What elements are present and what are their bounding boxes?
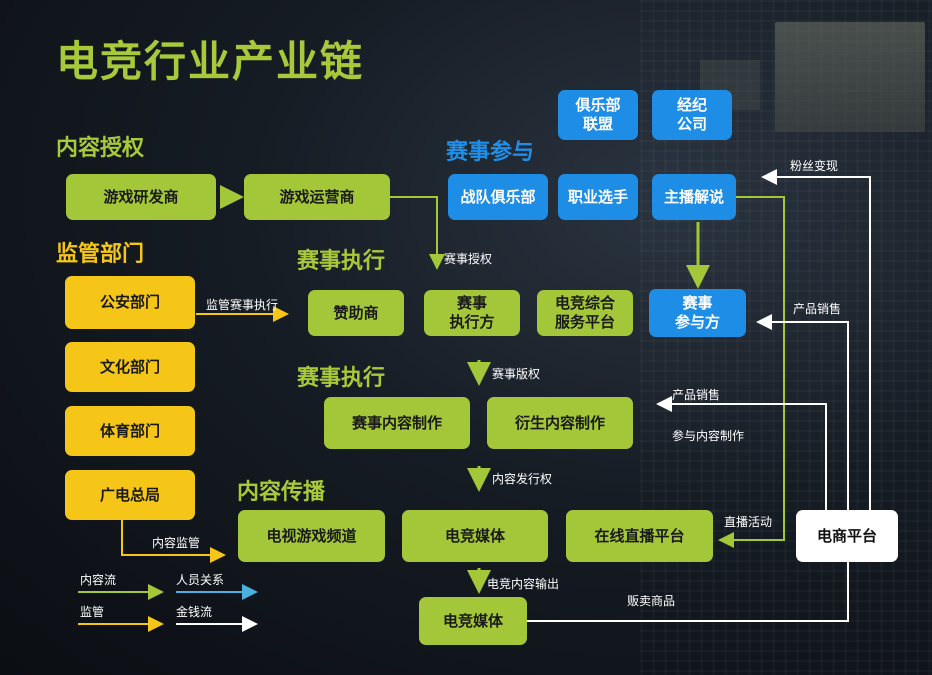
node-esports-media-1: 电竞媒体 xyxy=(402,510,548,562)
node-sponsor: 赞助商 xyxy=(308,290,404,336)
node-esports-media-2: 电竞媒体 xyxy=(419,597,527,645)
label-event-authorization: 赛事授权 xyxy=(444,252,493,266)
section-content-license: 内容授权 xyxy=(56,136,145,161)
node-agency: 经纪 公司 xyxy=(652,90,732,140)
arrow-live-activity xyxy=(718,196,785,548)
node-streamer: 主播解说 xyxy=(652,174,736,220)
node-event-executor: 赛事 执行方 xyxy=(424,290,520,336)
node-game-operator: 游戏运营商 xyxy=(244,174,390,220)
node-esports-service: 电竞综合 服务平台 xyxy=(537,290,633,336)
node-club-league: 俱乐部 联盟 xyxy=(558,90,638,140)
node-live-platform: 在线直播平台 xyxy=(566,510,713,562)
node-team-club: 战队俱乐部 xyxy=(448,174,548,220)
arrow-radio-to-channel xyxy=(121,520,226,563)
label-product-sales-1: 产品销售 xyxy=(793,302,842,316)
label-content-creation: 参与内容制作 xyxy=(672,429,745,443)
label-live-activity: 直播活动 xyxy=(724,515,773,529)
node-derivative-content: 衍生内容制作 xyxy=(487,397,633,449)
label-content-output: 电竞内容输出 xyxy=(487,577,560,591)
section-event-participation: 赛事参与 xyxy=(446,140,535,165)
label-content-supervision: 内容监管 xyxy=(152,536,201,550)
node-event-content-production: 赛事内容制作 xyxy=(324,397,470,449)
label-event-copyright: 赛事版权 xyxy=(492,367,541,381)
legend-content-flow: 内容流 xyxy=(80,573,117,587)
node-culture-dept: 文化部门 xyxy=(65,342,195,392)
section-event-execution-2: 赛事执行 xyxy=(297,366,386,391)
arrow-product-sales-participant xyxy=(756,314,849,510)
stadium-screen xyxy=(775,22,925,132)
label-fan-monetization: 粉丝变现 xyxy=(790,159,839,173)
page-title: 电竞行业产业链 xyxy=(56,37,365,86)
label-product-sales-2: 产品销售 xyxy=(672,388,721,402)
legend-personnel: 人员关系 xyxy=(176,573,225,587)
node-ecommerce: 电商平台 xyxy=(796,510,898,562)
section-event-execution-1: 赛事执行 xyxy=(297,249,386,274)
node-public-security: 公安部门 xyxy=(65,276,195,329)
arrow-fan-monetization xyxy=(761,169,871,510)
arrow-operator-to-execution xyxy=(390,196,445,270)
label-sell-goods: 贩卖商品 xyxy=(627,594,676,608)
label-distribution-right: 内容发行权 xyxy=(492,472,553,486)
label-supervise-event: 监管赛事执行 xyxy=(206,298,279,312)
node-event-participant: 赛事 参与方 xyxy=(649,289,746,337)
node-tv-game-channel: 电视游戏频道 xyxy=(238,510,385,562)
arrow-product-sales-derivative xyxy=(656,396,827,510)
node-sports-dept: 体育部门 xyxy=(65,406,195,456)
node-game-developer: 游戏研发商 xyxy=(66,174,216,220)
section-content-distribution: 内容传播 xyxy=(237,480,326,505)
section-regulators: 监管部门 xyxy=(56,242,145,267)
arrow-sell-goods xyxy=(527,562,849,622)
node-radio-tv: 广电总局 xyxy=(65,470,195,520)
legend-supervision: 监管 xyxy=(80,605,105,619)
legend-money-flow: 金钱流 xyxy=(176,605,213,619)
node-pro-player: 职业选手 xyxy=(558,174,638,220)
